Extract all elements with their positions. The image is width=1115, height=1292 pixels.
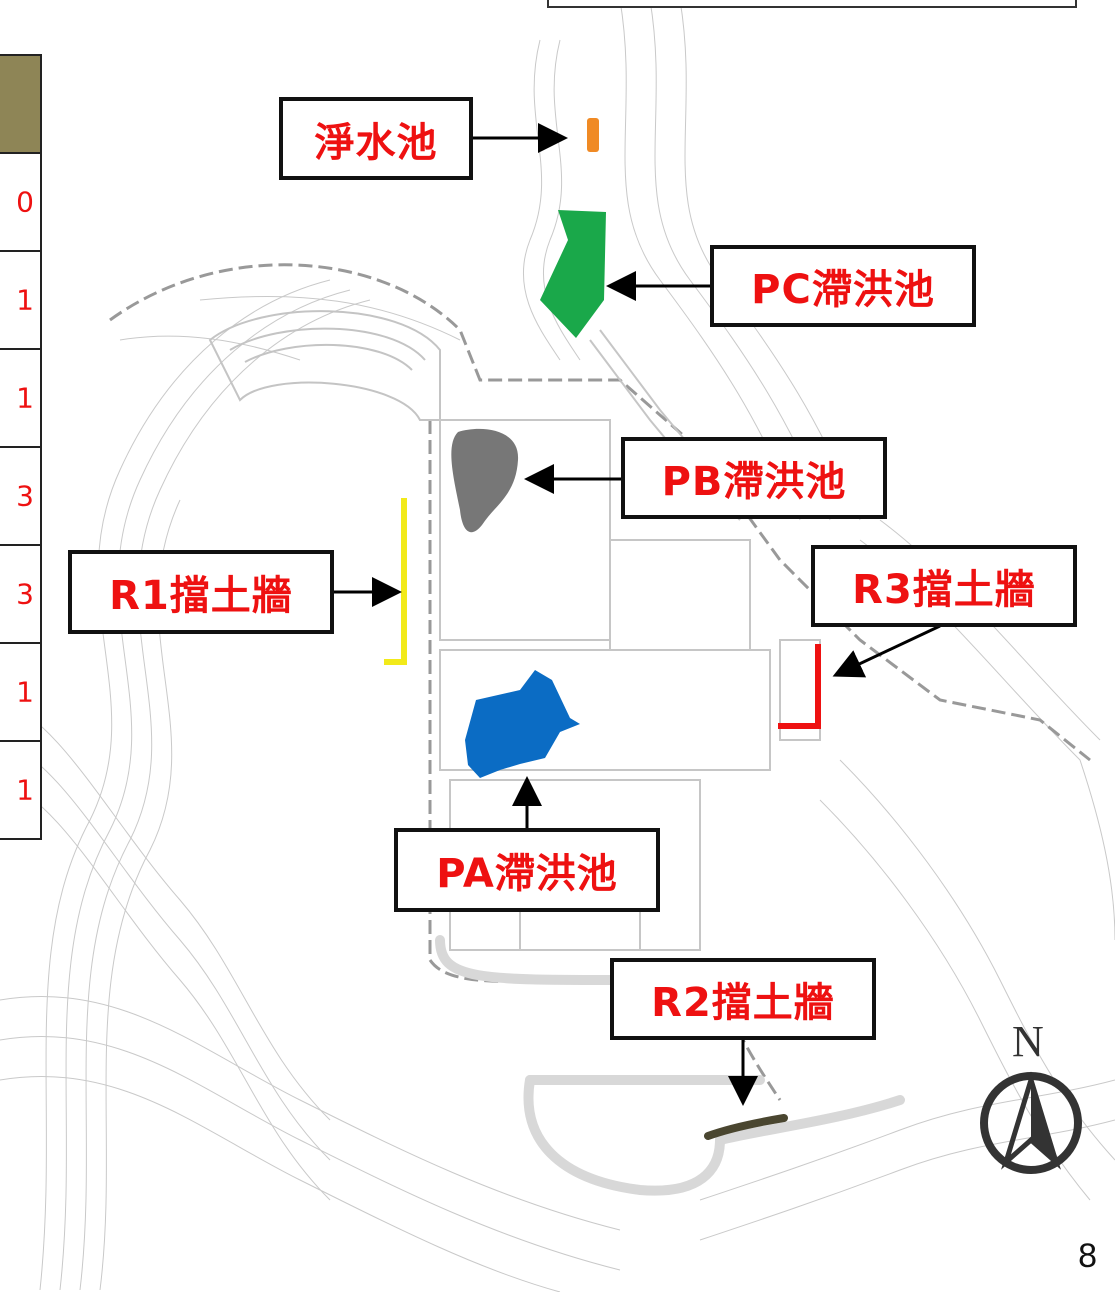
table-cell: 3 (0, 448, 40, 546)
pointer-arrows (332, 123, 941, 1106)
pb-pond-shape (451, 428, 519, 533)
label-pb-pond: PB滯洪池 (621, 437, 887, 519)
table-header (0, 56, 40, 154)
table-cell: 3 (0, 546, 40, 644)
table-cell: 1 (0, 742, 40, 838)
north-compass-icon (980, 1071, 1082, 1174)
arrow-r3-wall (832, 624, 941, 678)
table-cell: 0 (0, 154, 40, 252)
pc-pond-shape (540, 210, 606, 338)
clean-pool-shape (587, 118, 599, 152)
roads (435, 935, 905, 1196)
label-r3-wall: R3擋土牆 (811, 545, 1077, 627)
label-clean-pool: 淨水池 (279, 97, 473, 180)
north-letter: N (1012, 1017, 1044, 1066)
table-cell: 1 (0, 350, 40, 448)
table-cell: 1 (0, 644, 40, 742)
r1-wall-shape (384, 498, 407, 665)
label-r1-wall: R1擋土牆 (68, 550, 334, 634)
top-frame (547, 0, 1077, 8)
label-r2-wall: R2擋土牆 (610, 958, 876, 1040)
label-pc-pond: PC滯洪池 (710, 245, 976, 327)
table-cell: 1 (0, 252, 40, 350)
pa-pond-shape (465, 670, 580, 778)
r2-wall-shape (704, 1114, 788, 1140)
r3-wall-shape (778, 644, 821, 729)
label-pa-pond: PA滯洪池 (394, 828, 660, 912)
partial-table: 0 1 1 3 3 1 1 (0, 54, 42, 840)
page-number: 8 (1078, 1237, 1097, 1275)
stadium-structure (208, 310, 441, 421)
